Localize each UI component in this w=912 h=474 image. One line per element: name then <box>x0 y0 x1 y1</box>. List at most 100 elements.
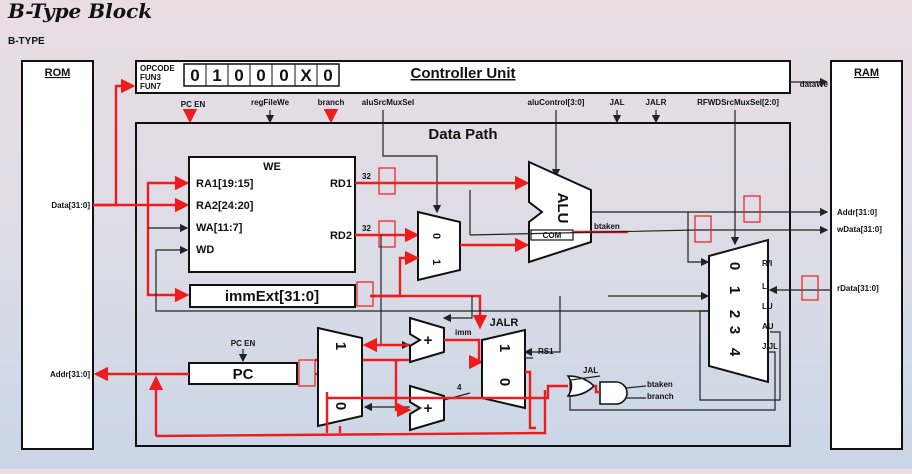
sig-branch: branch <box>318 98 345 107</box>
jalr-mux-label: JALR <box>490 317 519 329</box>
wd-feedback <box>155 245 709 312</box>
wb-mux-in2: 2 <box>726 310 743 318</box>
wb-mux-in0: 0 <box>726 262 743 270</box>
pc-loop-wire <box>155 390 547 438</box>
jalr-rs1-label: RS1 <box>538 347 554 356</box>
page-subtitle: B-TYPE <box>8 36 45 47</box>
opcode-bit: X <box>300 66 312 85</box>
regfile-wd: WD <box>196 244 214 256</box>
register-file <box>188 156 356 273</box>
rom-label: ROM <box>45 67 71 79</box>
alu-btaken-label: btaken <box>594 222 620 231</box>
instr-to-ra1 <box>146 175 190 205</box>
alu-src-mux-in1: 1 <box>430 259 442 265</box>
rd1-width: 32 <box>362 172 371 181</box>
sig-alucontrol: aluControl[3:0] <box>528 98 585 107</box>
opcode-bit: 0 <box>190 66 199 85</box>
wb-mux-in4: 4 <box>726 348 743 357</box>
wb-mux-label-l: L <box>762 282 767 291</box>
wb-mux-label-ri: R/I <box>762 259 772 268</box>
datapath-block <box>135 122 791 447</box>
regfile-rd2: RD2 <box>330 230 352 242</box>
rom-block <box>21 60 94 450</box>
or-to-pc-mux <box>327 384 568 400</box>
rd2-width: 32 <box>362 224 371 233</box>
alu-src-mux <box>417 210 461 282</box>
wb-mux-label-au: AU <box>762 322 774 331</box>
pc-output-register <box>298 359 316 387</box>
branch-sum-to-jalrmux <box>444 338 484 370</box>
opcode-bit: 0 <box>323 66 332 85</box>
imm-to-jalrmux <box>523 296 561 357</box>
plus-icon: + <box>424 400 433 417</box>
plus-icon: + <box>424 332 433 349</box>
ctrl-opcode-label: OPCODE <box>140 64 175 73</box>
alu-com-label: COM <box>543 231 562 240</box>
gate-jal-label: JAL <box>583 366 598 375</box>
controller-title: Controller Unit <box>411 65 516 82</box>
imm-ext-label: immExt[31:0] <box>225 288 319 305</box>
jal-to-or <box>570 375 601 381</box>
addr-register <box>743 195 761 223</box>
imm-label: imm <box>455 328 471 337</box>
opcode-bit: 0 <box>256 66 265 85</box>
rd2-register <box>378 220 396 248</box>
wb-mux-label-lu: LU <box>762 302 773 311</box>
rd1-register <box>378 167 396 195</box>
gate-btaken-label: btaken <box>647 380 673 389</box>
regfile-ra1: RA1[19:15] <box>196 178 254 190</box>
pc-label: PC <box>233 366 254 383</box>
regfile-rd1: RD1 <box>330 178 352 190</box>
pc-mux <box>317 326 363 428</box>
adder-four-label: 4 <box>457 383 462 392</box>
wb-mux-in3: 3 <box>726 326 743 334</box>
instr-to-immext <box>146 205 190 303</box>
jalr-mux-in1: 1 <box>496 344 513 352</box>
sig-pc-en: PC EN <box>181 100 206 109</box>
alu-src-mux-in0: 0 <box>430 233 442 239</box>
rom-addr-port: Addr[31:0] <box>50 370 90 379</box>
ctrl-fun7-label: FUN7 <box>140 82 161 91</box>
rom-data-port: Data[31:0] <box>51 201 90 210</box>
wdata-register <box>694 215 712 243</box>
and-to-or <box>594 384 600 394</box>
ram-wdata-port: wData[31:0] <box>836 225 882 234</box>
datapath-title: Data Path <box>428 126 497 143</box>
ram-block <box>830 60 903 450</box>
jalr-mux-in0: 0 <box>496 378 513 386</box>
opcode-bit: 0 <box>234 66 243 85</box>
jl-wire <box>569 351 776 411</box>
branch-adder <box>409 316 445 364</box>
imm-to-mux <box>370 250 420 298</box>
sig-alusrcmuxsel: aluSrcMuxSel <box>362 98 414 107</box>
pc-to-pc4-adder <box>394 360 412 418</box>
pc-en-label: PC EN <box>231 339 256 348</box>
rdata-register <box>801 275 819 301</box>
wb-mux-in1: 1 <box>726 286 743 294</box>
pc-mux-in1: 1 <box>332 342 349 350</box>
imm-to-adder <box>370 294 488 330</box>
opcode-bit: 1 <box>212 66 221 85</box>
opcode-bit: 0 <box>279 66 288 85</box>
sig-jalr: JALR <box>646 98 667 107</box>
and-gate <box>599 381 628 405</box>
ctrl-fun3-label: FUN3 <box>140 73 161 82</box>
imm-ext <box>189 284 356 308</box>
imm-branch-wire <box>442 296 473 323</box>
jalr-mux <box>481 328 526 410</box>
alu-comparator <box>530 229 574 241</box>
sig-regfilewe: regFileWe <box>251 98 290 107</box>
page-title: B-Type Block <box>7 0 152 23</box>
alu-label: ALU <box>554 193 571 224</box>
gate-branch-label: branch <box>647 392 674 401</box>
ram-datawe-port: dataWe <box>800 80 829 89</box>
btaken-to-and <box>625 385 647 389</box>
pc-mux-in0: 0 <box>332 402 349 410</box>
regfile-we: WE <box>263 161 281 173</box>
ram-rdata-port: rData[31:0] <box>837 284 879 293</box>
rd2-branch <box>380 235 411 350</box>
opcode-bits: 0 1 0 0 0 X 0 <box>183 63 340 87</box>
ram-addr-port: Addr[31:0] <box>837 208 877 217</box>
